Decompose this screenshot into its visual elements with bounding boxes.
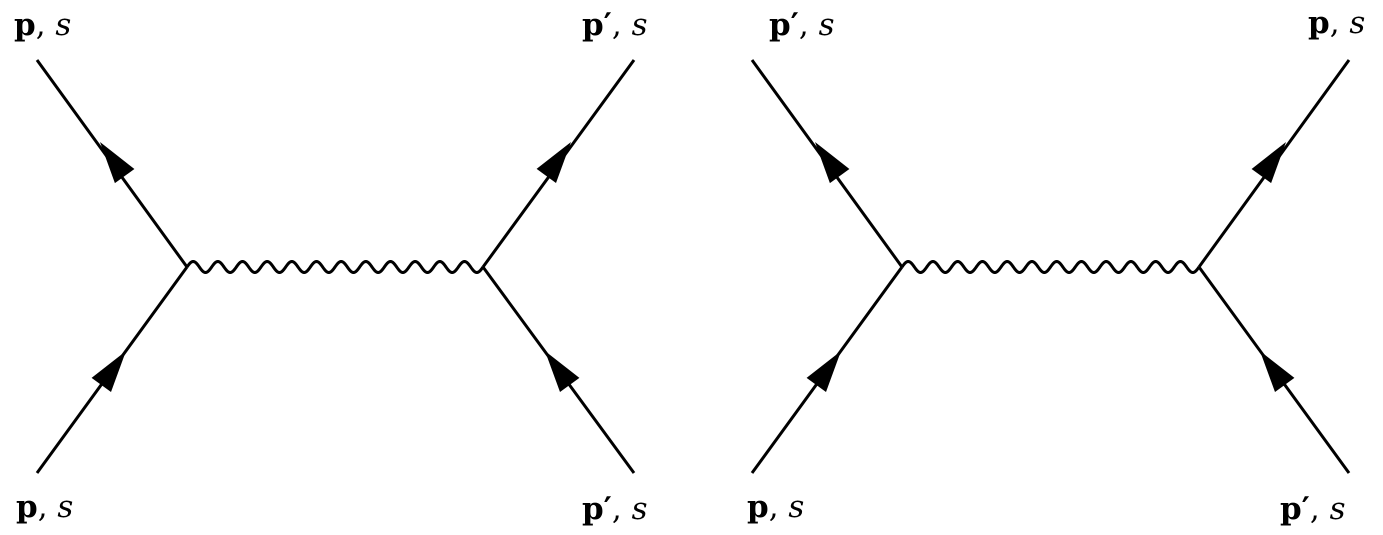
spin-symbol: s	[55, 7, 72, 43]
separator: ,	[37, 489, 48, 525]
label-d1-bottom-right: p′, s	[582, 494, 648, 525]
separator: ,	[768, 489, 779, 525]
spin-symbol: s	[818, 7, 835, 43]
separator: ,	[1309, 491, 1320, 527]
arrow-head-icon	[1260, 351, 1295, 392]
momentum-symbol: p′	[582, 7, 612, 43]
spin-symbol: s	[1349, 5, 1366, 41]
arrow-head-icon	[1251, 142, 1286, 184]
spin-symbol: s	[631, 491, 648, 527]
arrow-head-icon	[100, 142, 135, 184]
momentum-symbol: p′	[582, 491, 612, 527]
label-d2-top-right: p, s	[1308, 8, 1365, 39]
arrow-head-icon	[545, 351, 580, 392]
arrow-head-icon	[91, 351, 126, 392]
separator: ,	[1329, 5, 1340, 41]
separator: ,	[35, 7, 46, 43]
arrow-head-icon	[806, 351, 841, 392]
label-d2-top-left: p′, s	[769, 10, 835, 41]
spin-symbol: s	[788, 489, 805, 525]
label-d1-top-left: p, s	[14, 10, 71, 41]
momentum-symbol: p′	[769, 7, 799, 43]
spin-symbol: s	[1329, 491, 1346, 527]
photon-propagator	[185, 260, 485, 274]
momentum-symbol: p	[1308, 5, 1330, 41]
photon-propagator	[900, 260, 1201, 274]
separator: ,	[611, 7, 622, 43]
label-d1-top-right: p′, s	[582, 10, 648, 41]
momentum-symbol: p	[16, 489, 38, 525]
feynman-diagram-1	[35, 59, 636, 474]
label-d1-bottom-left: p, s	[16, 492, 73, 523]
momentum-symbol: p′	[1280, 491, 1310, 527]
spin-symbol: s	[57, 489, 74, 525]
separator: ,	[798, 7, 809, 43]
separator: ,	[611, 491, 622, 527]
arrow-head-icon	[536, 142, 571, 183]
label-d2-bottom-left: p, s	[747, 492, 804, 523]
feynman-diagram-2	[750, 59, 1351, 474]
momentum-symbol: p	[747, 489, 769, 525]
label-d2-bottom-right: p′, s	[1280, 494, 1346, 525]
momentum-symbol: p	[14, 7, 36, 43]
arrow-head-icon	[815, 142, 850, 184]
spin-symbol: s	[631, 7, 648, 43]
